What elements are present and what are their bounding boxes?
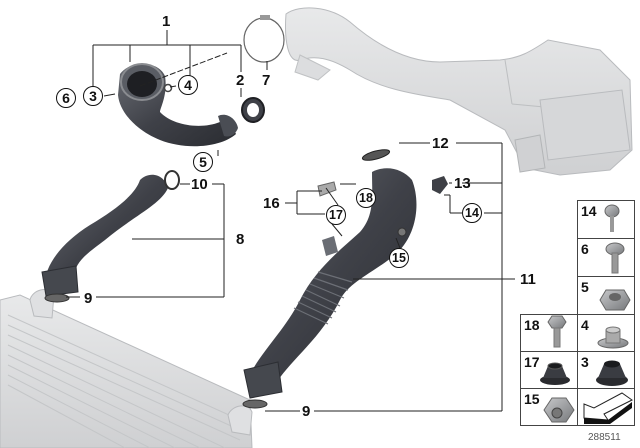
charge-air-bend-duct [118, 63, 265, 147]
grid-cell-3: 3 [577, 351, 635, 389]
label-part-9-left: 9 [84, 290, 93, 307]
air-intake-duct-ghost [285, 7, 633, 176]
label-part-2: 2 [236, 72, 245, 89]
grid-number: 14 [581, 203, 597, 219]
grid-number: 6 [581, 241, 589, 257]
grid-cell-4: 4 [577, 314, 635, 352]
charge-air-line-left [41, 170, 180, 303]
label-part-11: 11 [520, 271, 536, 288]
grid-number: 15 [524, 391, 540, 407]
callout-part-4: 4 [178, 75, 198, 95]
grid-cell-18: 18 [520, 314, 578, 352]
callout-part-15: 15 [389, 248, 409, 268]
hose-clamp [243, 15, 285, 63]
grid-cell-5: 5 [577, 276, 635, 315]
callout-part-6: 6 [56, 88, 76, 108]
grid-number: 5 [581, 279, 589, 295]
label-part-1: 1 [162, 13, 171, 30]
label-part-7: 7 [262, 72, 271, 89]
callout-part-17: 17 [326, 205, 346, 225]
grid-cell-17: 17 [520, 351, 578, 389]
intercooler-ghost [0, 289, 253, 448]
callout-part-18: 18 [356, 188, 376, 208]
charge-air-line-center [242, 149, 448, 409]
label-part-12: 12 [432, 135, 449, 152]
callout-part-14: 14 [462, 203, 482, 223]
grid-cell-14: 14 [577, 200, 635, 239]
label-part-13: 13 [454, 175, 471, 192]
label-part-8: 8 [236, 231, 245, 248]
grid-number: 17 [524, 354, 540, 370]
grid-cell-15: 15 [520, 388, 578, 426]
leader-lines [66, 30, 515, 412]
grid-cell-arrow [577, 388, 635, 426]
grid-number: 18 [524, 317, 540, 333]
label-part-10: 10 [191, 176, 208, 193]
label-part-16: 16 [263, 195, 280, 212]
label-part-9-center: 9 [302, 403, 311, 420]
callout-part-3: 3 [83, 86, 103, 106]
grid-number: 4 [581, 317, 589, 333]
image-number: 288511 [588, 432, 621, 443]
grid-number: 3 [581, 354, 589, 370]
grid-cell-6: 6 [577, 238, 635, 277]
hardware-grid-icons [540, 204, 633, 424]
callout-part-5: 5 [193, 152, 213, 172]
